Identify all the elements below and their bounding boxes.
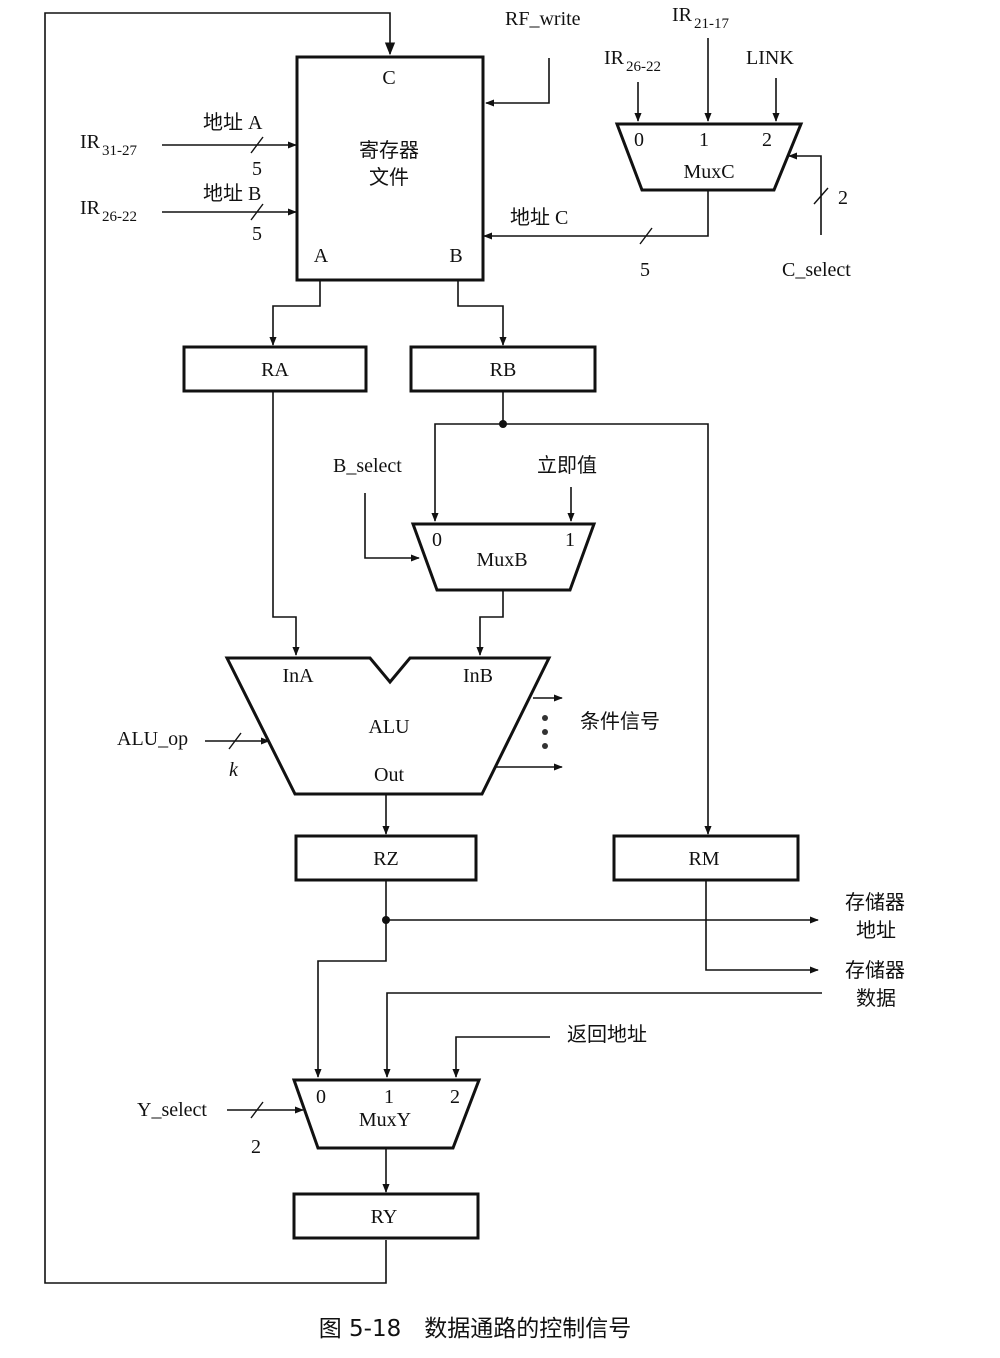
return-address-label: 返回地址 — [567, 1023, 647, 1046]
addr-b-label: 地址 B — [203, 182, 261, 205]
register-rm-label: RM — [688, 848, 719, 870]
muxy-in2-label: 2 — [450, 1086, 460, 1108]
muxc-in1-label: 1 — [699, 129, 709, 151]
muxy-shape — [291, 1078, 482, 1150]
rb-to-muxb-wire — [431, 423, 503, 522]
register-ra — [182, 345, 368, 393]
register-file-port-c: C — [382, 67, 395, 89]
y-select-label: Y_select — [137, 1099, 207, 1121]
muxc-shape — [614, 122, 804, 192]
mem-address-label-line2: 地址 — [856, 919, 896, 942]
ra-to-alu-wire — [272, 392, 300, 656]
alu-in-b-label: InB — [463, 665, 493, 687]
link-label: LINK — [746, 47, 794, 69]
c-select-width-tick — [813, 187, 829, 205]
muxb-in0-label: 0 — [432, 529, 442, 551]
mem-data-to-muxy-wire — [383, 992, 822, 1078]
b-select-wire — [364, 493, 420, 562]
register-file-box — [295, 55, 485, 282]
rf-a-to-ra-wire — [269, 281, 321, 346]
width-5c-label: 5 — [640, 259, 650, 281]
immediate-label: 立即值 — [537, 454, 597, 477]
addr-a-width-tick — [250, 136, 264, 154]
muxc-name: MuxC — [683, 161, 734, 183]
alu-shape — [224, 656, 552, 796]
register-file-port-a: A — [314, 245, 329, 267]
mem-data-label-line2: 数据 — [856, 987, 896, 1010]
muxb-to-alu-wire — [476, 591, 504, 656]
register-ra-label: RA — [261, 359, 289, 381]
cond-dot-2 — [542, 729, 548, 735]
register-ry-label: RY — [371, 1206, 398, 1228]
c-select-label: C_select — [782, 259, 851, 281]
alu-in-a-label: InA — [282, 665, 314, 687]
width-5a-label: 5 — [252, 158, 262, 180]
muxy-in1-label: 1 — [384, 1086, 394, 1108]
addr-c-wire — [483, 191, 709, 240]
mem-data-label-line1: 存储器 — [845, 959, 905, 982]
register-file-title-line2: 文件 — [369, 166, 409, 189]
muxb-name: MuxB — [476, 549, 527, 571]
register-ry — [292, 1192, 480, 1240]
y-select-width-tick — [250, 1101, 264, 1119]
figure-caption: 图 5-18 数据通路的控制信号 — [319, 1316, 632, 1342]
addr-a-label: 地址 A — [203, 111, 263, 134]
rf-write-wire — [485, 58, 550, 107]
alu-out-label: Out — [374, 764, 404, 786]
width-5b-label: 5 — [252, 223, 262, 245]
cond-dot-1 — [542, 715, 548, 721]
muxy-in0-label: 0 — [316, 1086, 326, 1108]
c-select-width-label: 2 — [838, 187, 848, 209]
register-file-port-b: B — [449, 245, 462, 267]
alu-op-width-tick — [228, 732, 242, 750]
rf-write-label: RF_write — [505, 8, 581, 30]
addr-c-width-tick — [639, 227, 653, 245]
feedback-wire — [44, 12, 396, 1284]
alu-name: ALU — [368, 716, 410, 738]
rf-b-to-rb-wire — [457, 281, 507, 346]
condition-signals-label: 条件信号 — [580, 710, 660, 733]
b-select-label: B_select — [333, 455, 402, 477]
c-select-wire — [788, 152, 822, 235]
y-select-width-label: 2 — [251, 1136, 261, 1158]
cond-dot-3 — [542, 743, 548, 749]
register-rz-label: RZ — [373, 848, 399, 870]
rz-to-muxy-wire — [314, 920, 387, 1078]
muxy-name: MuxY — [359, 1109, 411, 1131]
muxc-in2-label: 2 — [762, 129, 772, 151]
register-rz — [294, 834, 478, 882]
alu-op-label: ALU_op — [117, 728, 188, 750]
mem-address-label-line1: 存储器 — [845, 891, 905, 914]
rb-to-rm-wire — [503, 423, 712, 835]
register-rb-label: RB — [490, 359, 517, 381]
register-file-title-line1: 寄存器 — [359, 139, 419, 162]
muxb-shape — [410, 522, 597, 592]
muxb-in1-label: 1 — [565, 529, 575, 551]
register-rm — [612, 834, 800, 882]
return-address-wire — [452, 1036, 550, 1078]
muxc-in0-label: 0 — [634, 129, 644, 151]
register-rb — [409, 345, 597, 393]
addr-c-label: 地址 C — [510, 206, 568, 229]
alu-op-width-label: k — [229, 759, 239, 781]
rm-to-mem-data-wire — [705, 881, 819, 974]
addr-b-width-tick — [250, 203, 264, 221]
